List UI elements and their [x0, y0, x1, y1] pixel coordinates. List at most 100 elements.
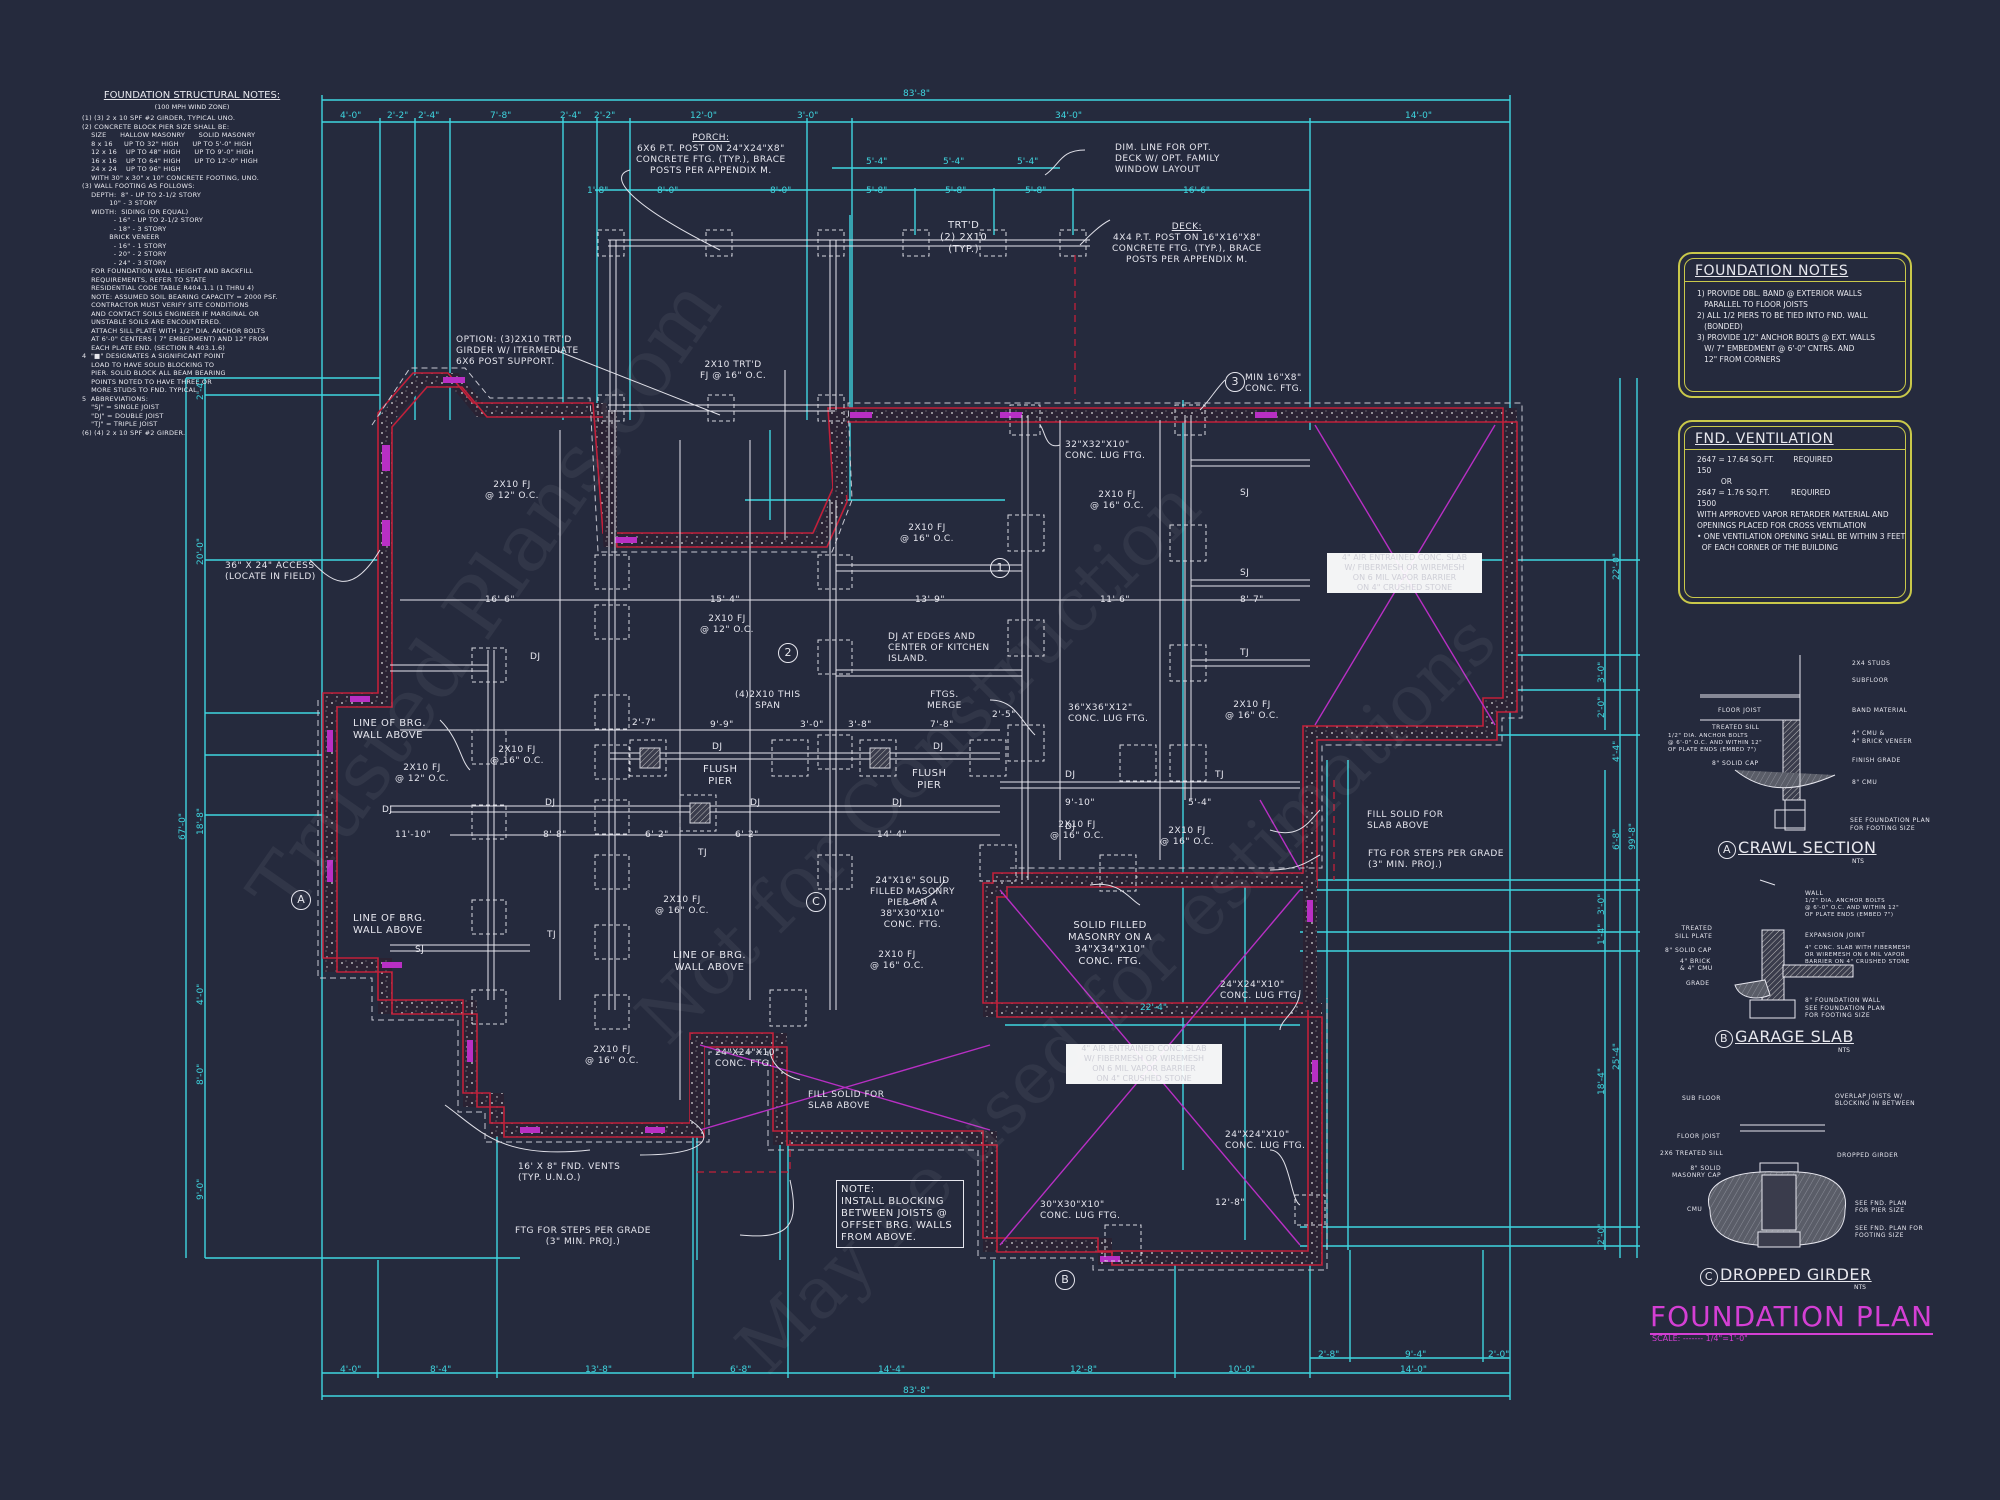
garage-label-grade: GRADE [1686, 980, 1710, 987]
dim-bottom: 8'-4" [430, 1365, 452, 1375]
interior-dim: 9'-9" [710, 720, 734, 730]
section-a-marker: A [1718, 841, 1736, 859]
dim-left-overall: 67'-0" [178, 812, 188, 840]
note-line: LOAD TO HAVE SOLID BLOCKING TO [82, 360, 215, 369]
joist-label-dj: DJ [750, 798, 761, 808]
dim-left: 2'-4" [196, 378, 206, 400]
crawl-label-see: SEE FOUNDATION PLAN FOR FOOTING SIZE [1850, 817, 1931, 832]
foundation-notes-title: FOUNDATION NOTES [1685, 259, 1905, 282]
dim-right: 18'-4" [1597, 1067, 1607, 1095]
note-line: WITH 30" x 30" x 10" CONCRETE FOOTING, U… [82, 173, 259, 182]
girder-label-dropped: DROPPED GIRDER [1837, 1152, 1899, 1159]
note-line: - 16" - 1 STORY [82, 241, 167, 250]
dim-right: 22'-0" [1612, 552, 1622, 580]
interior-dim: 16'-6" [485, 595, 516, 605]
note-line: (BONDED) [1697, 322, 1743, 331]
note-line: OPENINGS PLACED FOR CROSS VENTILATION [1697, 521, 1867, 530]
girder-label-subfloor: SUB FLOOR [1682, 1095, 1721, 1102]
dim-top: 4'-0" [340, 111, 362, 121]
note-line: (1) (3) 2 x 10 SPF #2 GIRDER, TYPICAL UN… [82, 114, 236, 122]
fill-solid-note-1: FILL SOLID FOR SLAB ABOVE [1367, 810, 1444, 831]
girder-label-pier: SEE FND. PLAN FOR PIER SIZE [1855, 1200, 1907, 1214]
ventilation-box: FND. VENTILATION 2647 = 17.64 sq.ft. REQ… [1678, 420, 1912, 604]
girder-label-sill: 2x6 TREATED SILL [1660, 1150, 1724, 1157]
interior-dim: 3'-8" [848, 720, 872, 730]
note-line: - 16" - UP TO 2-1/2 STORY [82, 216, 204, 224]
girder-label-joist: FLOOR JOIST [1677, 1133, 1721, 1140]
note-line: 10" - 3 STORY [82, 199, 158, 207]
girder-label-overlap: OVERLAP JOISTS W/ BLOCKING IN BETWEEN [1835, 1093, 1916, 1107]
interior-dim: 6'-2" [645, 830, 669, 840]
dim-top: 8'-0" [657, 186, 679, 196]
section-marker-a: A [291, 890, 311, 910]
detail-dropped-girder [1707, 1124, 1847, 1248]
dim-top: 5'-4" [866, 157, 888, 167]
dim-left: 18'-8" [196, 807, 206, 835]
garage-label-sill: TREATED SILL PLATE [1675, 925, 1713, 940]
note-line: 3) PROVIDE 1/2" ANCHOR BOLTS @ EXT. WALL… [1697, 333, 1875, 342]
min-ftg-note: MIN 16"x8" CONC. FTG. [1245, 373, 1303, 394]
note-line: 12 x 16 UP TO 48" HIGH UP TO 9'-0" HIGH [82, 148, 254, 156]
leader-lines [309, 149, 1321, 1237]
dim-top: 5'-4" [943, 157, 965, 167]
section-marker-c: C [806, 892, 826, 912]
note-line: 150 [1697, 466, 1712, 475]
section-c-nts: NTS [1854, 1284, 1866, 1291]
structural-notes-subtitle: (100 MPH WIND ZONE) [154, 103, 230, 111]
dim-bottom: 6'-8" [730, 1365, 752, 1375]
note-line: "DJ" = DOUBLE JOIST [82, 411, 164, 420]
note-line: POINTS NOTED TO HAVE THREE OR [82, 377, 212, 386]
note-line: 5 ABBREVIATIONS: [82, 394, 149, 403]
note-line: DEPTH: 8" - UP TO 2-1/2 STORY [82, 190, 202, 199]
interior-dim: 15'-4" [710, 595, 741, 605]
dim-top: 14'-0" [1405, 111, 1433, 121]
note-line: MORE STUDS TO FND. TYPICAL. [82, 386, 200, 394]
note-line: RESIDENTIAL CODE TABLE R404.1.1 (1 THRU … [82, 284, 255, 292]
structural-notes-title: FOUNDATION STRUCTURAL NOTES: [103, 90, 281, 101]
note-line: 16 x 16 UP TO 64" HIGH UP TO 12'-0" HIGH [82, 156, 259, 165]
dim-top: 34'-0" [1055, 111, 1083, 121]
note-line: OR [1697, 477, 1732, 486]
section-a-nts: NTS [1852, 858, 1864, 865]
dim-right: 25'-4" [1612, 1042, 1622, 1070]
crawl-label-bolts: 1/2" DIA. ANCHOR BOLTS @ 6'-0" O.C. AND … [1668, 733, 1763, 753]
crawl-label-joist: FLOOR JOIST [1718, 707, 1762, 714]
solid-pier-note: 24"x16" SOLID FILLED MASONRY PIER ON A 3… [870, 876, 955, 930]
note-line: PARALLEL TO FLOOR JOISTS [1697, 300, 1808, 309]
interior-dim: 11'-6" [1100, 595, 1131, 605]
interior-dim: 22'-4" [1140, 1003, 1168, 1013]
dim-top: 5'-8" [945, 186, 967, 196]
dim-top: 7'-8" [490, 111, 512, 121]
lug32-note: 32"x32"x10" CONC. LUG FTG. [1065, 440, 1146, 461]
garage-label-joint: EXPANSION JOINT [1805, 932, 1866, 939]
crawl-label-subfloor: SUBFLOOR [1852, 677, 1889, 684]
steps-note-1: FTG FOR STEPS PER GRADE (3" MIN. PROJ.) [1368, 849, 1504, 870]
foundation-vents [327, 377, 1318, 1262]
girder-label-cmu: CMU [1687, 1206, 1703, 1213]
fill-solid-note-2: FILL SOLID FOR SLAB ABOVE [808, 1090, 885, 1111]
note-line: (2) CONCRETE BLOCK PIER SIZE SHALL BE: [82, 122, 230, 131]
joist-label-dj: DJ [545, 798, 556, 808]
flush-pier-note-1: FLUSH PIER [703, 764, 738, 787]
crawl-label-cap: 8" SOLID CAP [1712, 760, 1759, 767]
section-marker-b: B [1055, 1270, 1075, 1290]
solid-filled-note: SOLID FILLED MASONRY ON A 34"x34"x10" CO… [1068, 920, 1153, 967]
note-line: - 18" - 3 STORY [82, 224, 167, 233]
note-line: 24 x 24 UP TO 96" HIGH [82, 165, 181, 173]
garage-label-wall: WALL [1805, 890, 1824, 897]
note-line: "TJ" = TRIPLE JOIST [82, 420, 158, 428]
dim-left: 20'-0" [196, 537, 206, 565]
note-line: (6) (4) 2 x 10 SPF #2 GIRDER. [82, 428, 186, 437]
joist-label-tj: TJ [1215, 770, 1225, 780]
section-b-nts: NTS [1838, 1047, 1850, 1054]
dim-top: 5'-8" [1025, 186, 1047, 196]
detail-garage-slab [1734, 879, 1854, 1019]
note-line: 1) PROVIDE DBL. BAND @ EXTERIOR WALLS [1697, 289, 1862, 298]
interior-dim: 5'-4" [1188, 798, 1212, 808]
crawl-label-sill: TREATED SILL [1712, 724, 1760, 731]
